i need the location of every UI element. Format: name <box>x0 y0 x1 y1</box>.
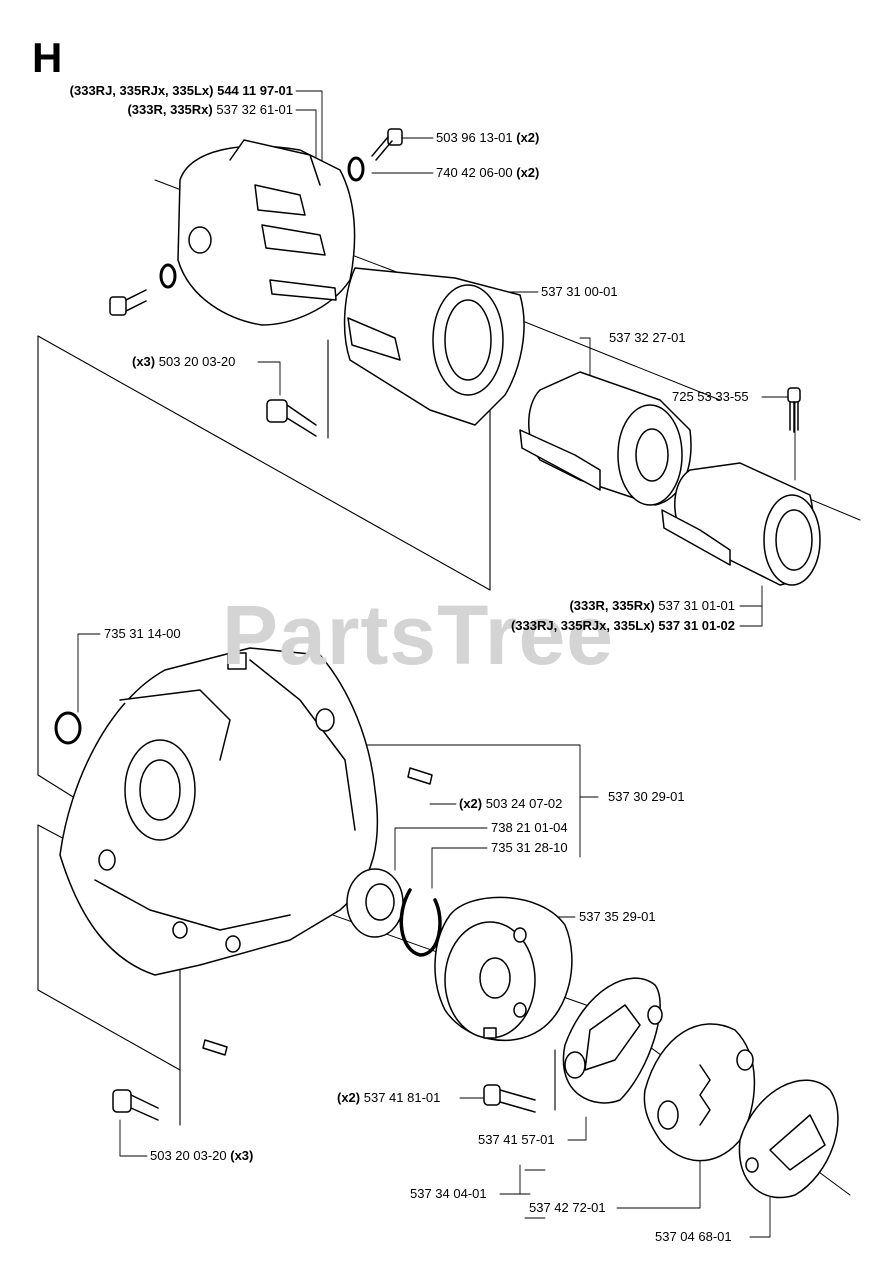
pins <box>202 767 433 1056</box>
label-drum[interactable]: 537 35 29-01 <box>579 909 656 924</box>
label-ring[interactable]: 735 31 14-00 <box>104 626 181 641</box>
shoulder-screw <box>483 1084 536 1113</box>
housing-part <box>343 267 525 426</box>
clamp-part <box>661 462 821 586</box>
washer-plate-part <box>562 977 663 1104</box>
label-clamp-a[interactable]: (333R, 335Rx) 537 31 01-01 <box>569 598 735 613</box>
label-pin[interactable]: (x2) 503 24 07-02 <box>459 796 563 811</box>
label-screw-top[interactable]: 503 96 13-01 (x2) <box>436 130 540 145</box>
screw-bottom <box>112 1089 159 1121</box>
label-oring[interactable]: 740 42 06-00 (x2) <box>436 165 540 180</box>
hex-bolt <box>787 387 801 433</box>
label-washer[interactable]: 537 41 57-01 <box>478 1132 555 1147</box>
label-housing[interactable]: 537 31 00-01 <box>541 284 618 299</box>
clutch-part <box>643 1023 756 1162</box>
sleeve-part <box>519 371 692 506</box>
label-shoulder-screw[interactable]: (x2) 537 41 81-01 <box>337 1090 441 1105</box>
label-housing-screw[interactable]: (x3) 503 20 03-20 <box>132 354 236 369</box>
label-bearing[interactable]: 738 21 01-04 <box>491 820 568 835</box>
label-screw-bottom[interactable]: 503 20 03-20 (x3) <box>150 1148 254 1163</box>
screw-top <box>371 128 403 161</box>
bearing-part <box>346 868 404 938</box>
small-ring <box>54 711 82 745</box>
clutch-plate-part <box>738 1079 839 1199</box>
cover-part <box>177 139 356 326</box>
label-circlip[interactable]: 735 31 28-10 <box>491 840 568 855</box>
label-cover-a[interactable]: (333RJ, 335RJx, 335Lx) 544 11 97-01 <box>69 83 293 98</box>
clutch-drum-part <box>434 896 573 1042</box>
label-cover-b[interactable]: (333R, 335Rx) 537 32 61-01 <box>127 102 293 117</box>
screw-left <box>109 289 147 316</box>
label-crankcase[interactable]: 537 30 29-01 <box>608 789 685 804</box>
label-plate[interactable]: 537 04 68-01 <box>655 1229 732 1244</box>
label-clutch[interactable]: 537 34 04-01 <box>410 1186 487 1201</box>
circlip-part <box>399 888 442 957</box>
housing-screw <box>266 399 317 437</box>
section-letter: H <box>32 34 63 81</box>
label-clamp-b[interactable]: (333RJ, 335RJx, 335Lx) 537 31 01-02 <box>510 618 735 633</box>
label-sleeve[interactable]: 537 32 27-01 <box>609 330 686 345</box>
label-spring[interactable]: 537 42 72-01 <box>529 1200 606 1215</box>
watermark: PartsTree <box>222 588 614 682</box>
label-bolt[interactable]: 725 53 33-55 <box>672 389 749 404</box>
crankcase-part <box>59 647 379 976</box>
o-rings <box>159 156 365 289</box>
